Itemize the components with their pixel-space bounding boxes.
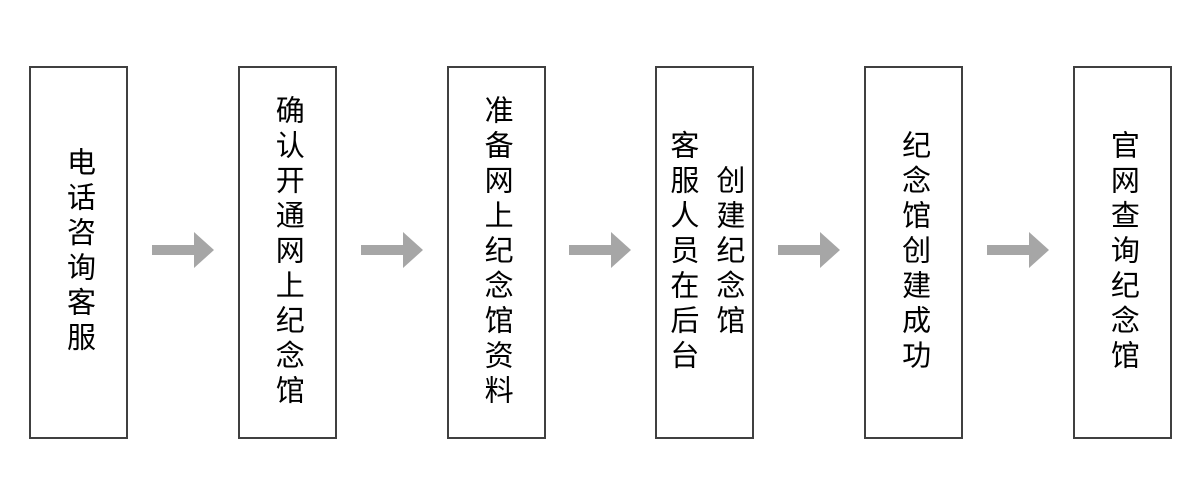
arrow-right-icon [360, 232, 423, 268]
step-label-1: 电话咨询客服 [62, 147, 95, 357]
step-label-3: 准备网上纪念馆资料 [480, 94, 513, 410]
step-label-6: 官网查询纪念馆 [1106, 129, 1139, 375]
step-box-3: 准备网上纪念馆资料 [446, 65, 546, 439]
arrow-right-icon [778, 232, 841, 268]
arrow-right-icon [569, 232, 632, 268]
step-box-6: 官网查询纪念馆 [1072, 65, 1172, 439]
step-box-2: 确认开通网上纪念馆 [237, 65, 337, 439]
arrow-right-icon [987, 232, 1050, 268]
step-label-4: 客服人员在后台 创建纪念馆 [665, 129, 744, 375]
step-label-2: 确认开通网上纪念馆 [271, 94, 304, 410]
step-box-4: 客服人员在后台 创建纪念馆 [655, 65, 755, 439]
step-box-5: 纪念馆创建成功 [864, 65, 964, 439]
arrow-right-icon [151, 232, 214, 268]
step-box-1: 电话咨询客服 [29, 65, 128, 439]
step-label-5: 纪念馆创建成功 [897, 129, 930, 375]
